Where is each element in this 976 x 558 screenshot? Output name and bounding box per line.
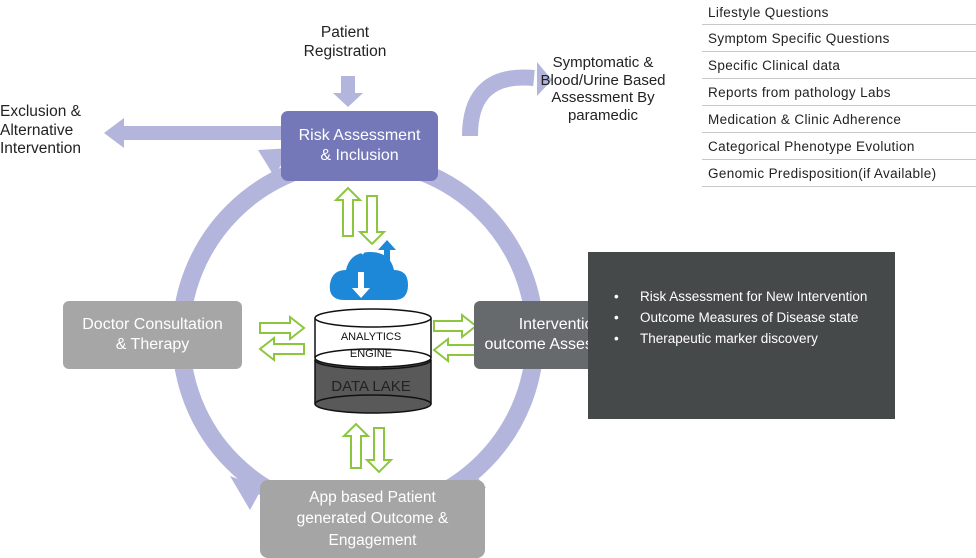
question-row: Medication & Clinic Adherence: [702, 106, 976, 133]
registration-arrow-shaft: [341, 76, 355, 94]
analytics-engine-cylinder: [314, 308, 432, 368]
risk-assessment-label: Risk Assessment & Inclusion: [298, 127, 421, 164]
symptomatic-label: Symptomatic & Blood/Urine Based Assessme…: [540, 54, 666, 125]
app-based-box: App based Patient generated Outcome & En…: [260, 480, 485, 558]
app-based-label: App based Patient generated Outcome & En…: [296, 488, 449, 549]
question-row: Reports from pathology Labs: [702, 79, 976, 106]
question-row: Lifestyle Questions: [702, 0, 976, 25]
data-lake-label: DATA LAKE: [331, 378, 411, 395]
symptomatic-arrowhead: [537, 62, 552, 96]
exclusion-arrow-shaft: [122, 126, 282, 140]
green-arrows-top: [333, 186, 387, 246]
patient-registration-label: Patient Registration: [303, 24, 387, 60]
green-arrows-right: [432, 312, 478, 364]
outcome-item: Therapeutic marker discovery: [568, 330, 885, 348]
doctor-consultation-label: Doctor Consultation & Therapy: [82, 316, 223, 353]
ring-arrowhead-bottom-left: [230, 476, 262, 510]
outcomes-list: Risk Assessment for New Intervention Out…: [588, 252, 895, 348]
exclusion-arrowhead: [104, 118, 124, 148]
doctor-consultation-box: Doctor Consultation & Therapy: [63, 301, 242, 369]
outcome-item: Risk Assessment for New Intervention: [568, 288, 885, 306]
outcomes-panel: Risk Assessment for New Intervention Out…: [588, 252, 895, 419]
green-arrows-left: [258, 314, 306, 363]
exclusion-label: Exclusion & Alternative Intervention: [0, 103, 81, 158]
cloud-icon: [329, 240, 408, 300]
questions-table: Lifestyle Questions Symptom Specific Que…: [702, 0, 976, 187]
risk-assessment-box: Risk Assessment & Inclusion: [281, 111, 438, 181]
outcome-item: Outcome Measures of Disease state: [568, 309, 885, 327]
analytics-engine-label: ANALYTICS ENGINE: [340, 331, 402, 360]
registration-arrowhead: [333, 93, 363, 107]
symptomatic-curve-arrow: [462, 69, 535, 137]
question-row: Categorical Phenotype Evolution: [702, 133, 976, 160]
question-row: Genomic Predisposition(if Available): [702, 160, 976, 187]
question-row: Symptom Specific Questions: [702, 25, 976, 52]
question-row: Specific Clinical data: [702, 52, 976, 79]
green-arrows-bottom: [341, 422, 394, 474]
